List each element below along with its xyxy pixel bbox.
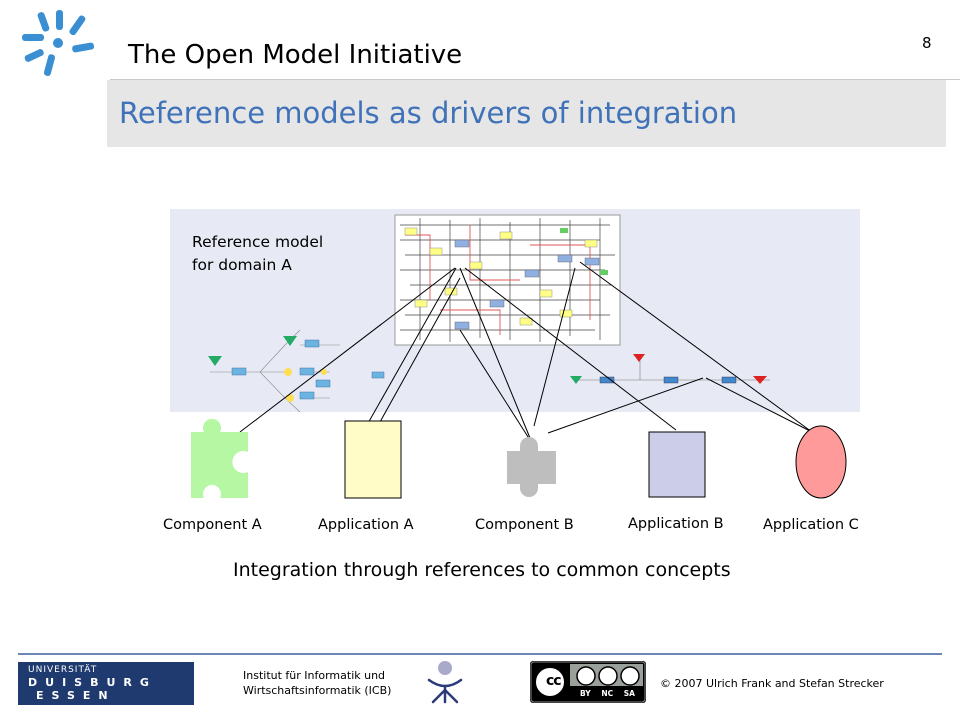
component-b-puzzle-icon bbox=[507, 437, 556, 497]
component-a-label: Component A bbox=[163, 517, 262, 533]
application-a-box bbox=[344, 420, 402, 499]
copyright-notice: © 2007 Ulrich Frank and Stefan Strecker bbox=[660, 677, 884, 690]
integration-caption: Integration through references to common… bbox=[233, 559, 731, 581]
reference-lines bbox=[239, 261, 813, 441]
reference-model-thumbnail bbox=[394, 214, 621, 346]
component-b-label: Component B bbox=[475, 517, 574, 533]
application-a-label: Application A bbox=[318, 517, 414, 533]
title-bar: Reference models as drivers of integrati… bbox=[107, 80, 946, 147]
university-logo-line2: DUISBURG bbox=[28, 676, 157, 689]
university-logo-line3: ESSEN bbox=[36, 689, 116, 702]
university-logo-line1: UNIVERSITÄT bbox=[28, 665, 98, 675]
component-a-puzzle-icon bbox=[191, 418, 248, 498]
slide-title: Reference models as drivers of integrati… bbox=[119, 96, 738, 130]
cc-mark: cc bbox=[546, 673, 562, 689]
reference-label-line1: Reference model bbox=[192, 233, 324, 251]
creative-commons-badge-icon bbox=[530, 661, 646, 703]
omi-logo-icon bbox=[22, 10, 95, 76]
application-c-label: Application C bbox=[763, 517, 859, 533]
org-title: The Open Model Initiative bbox=[128, 40, 463, 70]
application-c-ellipse bbox=[795, 425, 847, 499]
application-b-box bbox=[648, 431, 706, 498]
reference-label-line2: for domain A bbox=[192, 256, 292, 274]
icb-logo-icon bbox=[427, 661, 463, 704]
institute-name: Institut für Informatik und Wirtschaftsi… bbox=[243, 668, 391, 698]
cc-terms: BY NC SA bbox=[580, 689, 635, 698]
header-divider bbox=[110, 79, 960, 80]
application-b-label: Application B bbox=[628, 516, 724, 532]
page-number: 8 bbox=[922, 34, 932, 52]
institute-line2: Wirtschaftsinformatik (ICB) bbox=[243, 684, 392, 697]
reference-model-label: Reference model for domain A bbox=[192, 231, 323, 277]
footer-divider bbox=[18, 653, 942, 655]
institute-line1: Institut für Informatik und bbox=[243, 669, 386, 682]
university-logo: UNIVERSITÄT DUISBURG ESSEN bbox=[18, 662, 194, 705]
